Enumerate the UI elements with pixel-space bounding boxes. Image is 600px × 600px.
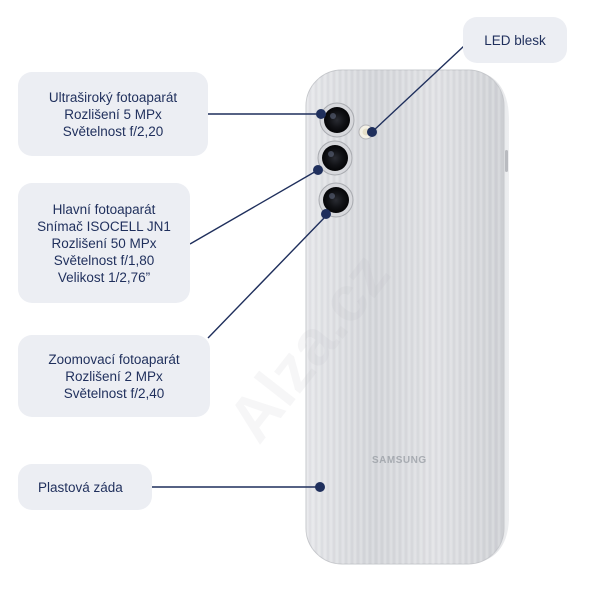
label-line: Snímač ISOCELL JN1: [37, 218, 171, 234]
label-line: Rozlišení 2 MPx: [65, 368, 163, 384]
main-lens: [317, 140, 353, 176]
leader-dot-back: [315, 482, 325, 492]
label-line: Hlavní fotoaparát: [52, 201, 156, 217]
label-line: Světelnost f/2,40: [63, 385, 165, 401]
label-line: Zoomovací fotoaparát: [48, 351, 180, 367]
label-line: Plastová záda: [38, 479, 123, 495]
label-ultrawide-camera: Ultraširoký fotoaparát Rozlišení 5 MPx S…: [18, 72, 208, 156]
label-line: Světelnost f/2,20: [62, 123, 164, 139]
leader-line-main: [189, 169, 319, 245]
label-line: Ultraširoký fotoaparát: [48, 89, 178, 105]
leader-line-led: [371, 45, 465, 133]
leader-line-zoom: [207, 215, 327, 339]
label-plastic-back: Plastová záda: [18, 464, 152, 510]
label-line: Světelnost f/1,80: [53, 252, 155, 268]
label-line: Rozlišení 5 MPx: [64, 106, 162, 122]
label-main-camera: Hlavní fotoaparát Snímač ISOCELL JN1 Roz…: [18, 183, 190, 303]
label-zoom-camera: Zoomovací fotoaparát Rozlišení 2 MPx Svě…: [18, 335, 210, 417]
leader-dot-zoom: [321, 209, 331, 219]
leader-dot-led: [367, 127, 377, 137]
ultrawide-lens: [319, 102, 355, 138]
label-led-flash: LED blesk: [463, 17, 567, 63]
side-button: [505, 150, 508, 172]
label-line: Velikost 1/2,76”: [57, 269, 151, 285]
label-line: LED blesk: [484, 32, 546, 48]
label-line: Rozlišení 50 MPx: [51, 235, 157, 251]
leader-dot-main: [313, 165, 323, 175]
phone-brand-logo: SAMSUNG: [372, 455, 427, 466]
leader-dot-ultrawide: [316, 109, 326, 119]
zoom-lens: [318, 182, 354, 218]
